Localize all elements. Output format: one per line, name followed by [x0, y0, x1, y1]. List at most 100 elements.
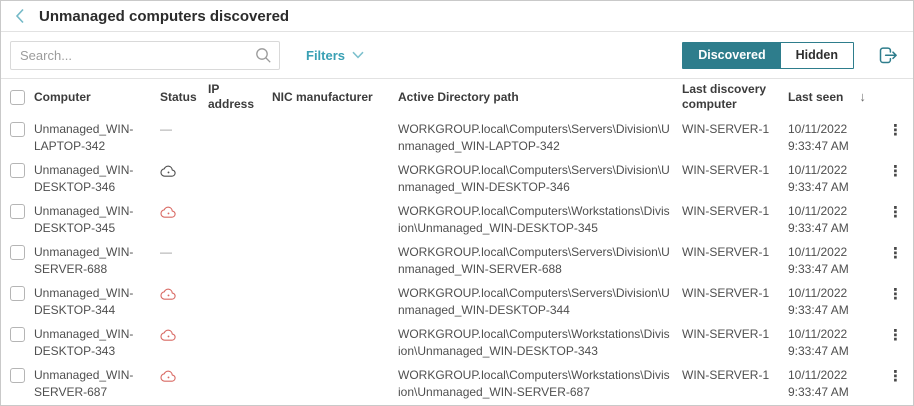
table-header-row: Computer Status IP address NIC manufactu…: [1, 79, 913, 115]
last-discovery-computer: WIN-SERVER-1: [682, 368, 770, 382]
title-bar: Unmanaged computers discovered: [1, 1, 913, 32]
computer-name: Unmanaged_WIN-DESKTOP-345: [34, 204, 134, 236]
last-seen-time: 9:33:47 AM: [788, 180, 849, 195]
hidden-tab[interactable]: Hidden: [780, 42, 853, 68]
column-header-nic-manufacturer[interactable]: NIC manufacturer: [272, 89, 373, 104]
last-discovery-computer: WIN-SERVER-1: [682, 245, 770, 259]
row-checkbox[interactable]: [10, 245, 25, 260]
row-menu-icon[interactable]: ⋮: [888, 286, 903, 303]
last-seen-date: 10/11/2022: [788, 204, 848, 218]
column-header-status[interactable]: Status: [160, 89, 197, 104]
computer-name: Unmanaged_WIN-LAPTOP-342: [34, 122, 134, 154]
row-checkbox[interactable]: [10, 368, 25, 383]
last-seen: 10/11/2022 9:33:47 AM: [788, 244, 884, 279]
row-menu-icon[interactable]: ⋮: [888, 368, 903, 385]
last-seen-time: 9:33:47 AM: [788, 262, 849, 277]
last-seen-time: 9:33:47 AM: [788, 385, 849, 400]
status-cell: —: [160, 121, 208, 138]
table-row: Unmanaged_WIN-DESKTOP-346 WORKGROUP.loca…: [1, 156, 913, 197]
status-cloud-icon: [160, 329, 176, 341]
last-seen-date: 10/11/2022: [788, 286, 848, 300]
search-box: [10, 40, 280, 70]
active-directory-path: WORKGROUP.local\Computers\Workstations\D…: [398, 327, 670, 359]
last-seen-date: 10/11/2022: [788, 327, 848, 341]
active-directory-path: WORKGROUP.local\Computers\Servers\Divisi…: [398, 286, 670, 318]
table-row: Unmanaged_WIN-SERVER-688 — WORKGROUP.loc…: [1, 238, 913, 279]
status-dash-icon: —: [160, 245, 172, 259]
last-seen-date: 10/11/2022: [788, 245, 848, 259]
status-cell: —: [160, 244, 208, 261]
row-checkbox[interactable]: [10, 122, 25, 137]
last-seen-date: 10/11/2022: [788, 122, 848, 136]
row-menu-icon[interactable]: ⋮: [888, 163, 903, 180]
last-seen-time: 9:33:47 AM: [788, 344, 849, 359]
status-cloud-icon: [160, 370, 176, 382]
sort-descending-icon: ↓: [859, 88, 866, 104]
last-seen-time: 9:33:47 AM: [788, 221, 849, 236]
status-cell: [160, 326, 208, 347]
status-cloud-icon: [160, 165, 176, 177]
last-seen-date: 10/11/2022: [788, 368, 848, 382]
back-button[interactable]: [13, 6, 27, 26]
view-toggle: Discovered Hidden: [682, 41, 854, 69]
last-seen: 10/11/2022 9:33:47 AM: [788, 162, 884, 197]
last-seen: 10/11/2022 9:33:47 AM: [788, 367, 884, 402]
active-directory-path: WORKGROUP.local\Computers\Servers\Divisi…: [398, 245, 670, 277]
last-seen-time: 9:33:47 AM: [788, 303, 849, 318]
column-header-ad-path[interactable]: Active Directory path: [398, 89, 519, 104]
last-seen: 10/11/2022 9:33:47 AM: [788, 121, 884, 156]
row-checkbox[interactable]: [10, 286, 25, 301]
last-seen: 10/11/2022 9:33:47 AM: [788, 326, 884, 361]
last-discovery-computer: WIN-SERVER-1: [682, 204, 770, 218]
row-checkbox[interactable]: [10, 327, 25, 342]
column-header-ip-address[interactable]: IP address: [208, 82, 255, 111]
computer-name: Unmanaged_WIN-DESKTOP-344: [34, 286, 134, 318]
filters-button[interactable]: Filters: [306, 48, 364, 63]
active-directory-path: WORKGROUP.local\Computers\Workstations\D…: [398, 368, 670, 400]
computer-name: Unmanaged_WIN-DESKTOP-346: [34, 163, 134, 195]
last-discovery-computer: WIN-SERVER-1: [682, 122, 770, 136]
active-directory-path: WORKGROUP.local\Computers\Servers\Divisi…: [398, 163, 670, 195]
row-checkbox[interactable]: [10, 163, 25, 178]
last-seen: 10/11/2022 9:33:47 AM: [788, 285, 884, 320]
table-row: Unmanaged_WIN-DESKTOP-344 WORKGROUP.loca…: [1, 279, 913, 320]
active-directory-path: WORKGROUP.local\Computers\Servers\Divisi…: [398, 122, 670, 154]
table-row: Unmanaged_WIN-LAPTOP-342 — WORKGROUP.loc…: [1, 115, 913, 156]
row-menu-icon[interactable]: ⋮: [888, 204, 903, 221]
column-header-last-seen[interactable]: Last seen ↓: [788, 89, 884, 105]
column-header-last-discovery-computer[interactable]: Last discovery computer: [682, 82, 767, 111]
chevron-left-icon: [15, 8, 24, 24]
status-cloud-icon: [160, 206, 176, 218]
status-cloud-icon: [160, 288, 176, 300]
row-menu-icon[interactable]: ⋮: [888, 327, 903, 344]
page-title: Unmanaged computers discovered: [39, 7, 290, 25]
status-cell: [160, 367, 208, 388]
search-input[interactable]: [10, 40, 280, 70]
computer-name: Unmanaged_WIN-SERVER-688: [34, 245, 134, 277]
row-menu-icon[interactable]: ⋮: [888, 245, 903, 262]
filters-label: Filters: [306, 47, 346, 63]
chevron-down-icon: [352, 51, 364, 59]
status-cell: [160, 162, 208, 183]
last-seen-date: 10/11/2022: [788, 163, 848, 177]
status-cell: [160, 285, 208, 306]
computer-name: Unmanaged_WIN-SERVER-687: [34, 368, 134, 400]
select-all-checkbox[interactable]: [10, 90, 25, 105]
last-discovery-computer: WIN-SERVER-1: [682, 163, 770, 177]
computers-table: Computer Status IP address NIC manufactu…: [1, 79, 913, 402]
last-discovery-computer: WIN-SERVER-1: [682, 286, 770, 300]
active-directory-path: WORKGROUP.local\Computers\Workstations\D…: [398, 204, 670, 236]
discovered-tab[interactable]: Discovered: [683, 42, 781, 68]
export-icon: [879, 46, 897, 63]
export-button[interactable]: [878, 46, 899, 65]
row-menu-icon[interactable]: ⋮: [888, 122, 903, 139]
computer-name: Unmanaged_WIN-DESKTOP-343: [34, 327, 134, 359]
last-seen-time: 9:33:47 AM: [788, 139, 849, 154]
row-checkbox[interactable]: [10, 204, 25, 219]
status-cell: [160, 203, 208, 224]
table-row: Unmanaged_WIN-SERVER-687 WORKGROUP.local…: [1, 361, 913, 402]
last-seen: 10/11/2022 9:33:47 AM: [788, 203, 884, 238]
column-header-computer[interactable]: Computer: [34, 89, 91, 104]
table-body: Unmanaged_WIN-LAPTOP-342 — WORKGROUP.loc…: [1, 115, 913, 402]
